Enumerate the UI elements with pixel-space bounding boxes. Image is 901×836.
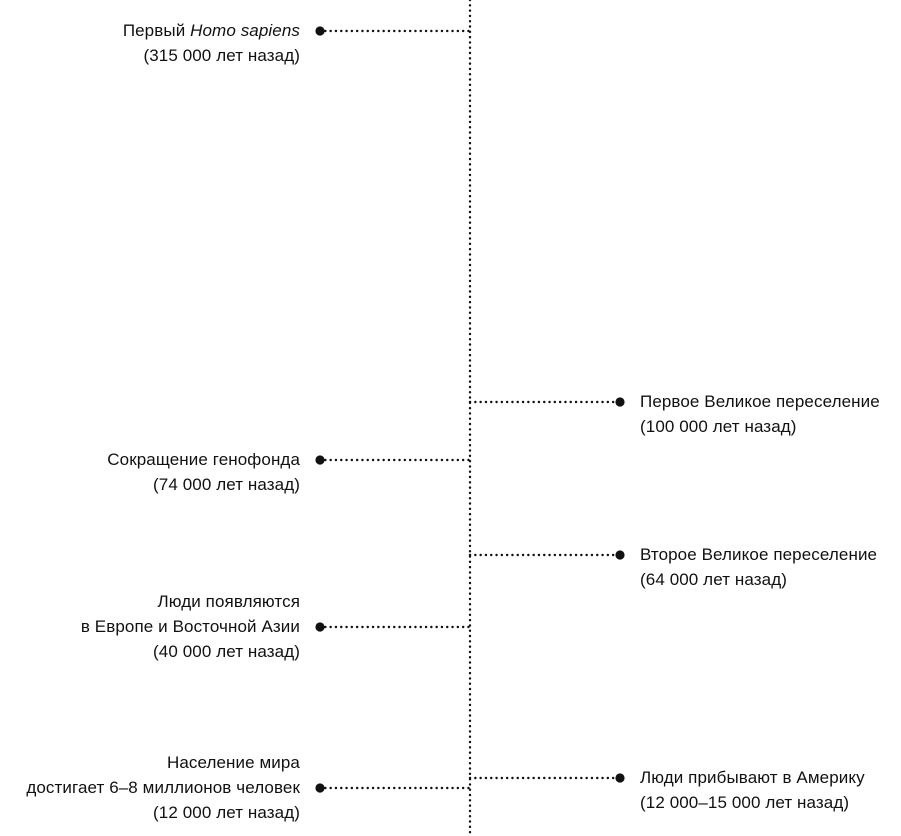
event-label-first-homo-sapiens: Первый Homo sapiens(315 000 лет назад) (123, 18, 300, 68)
label-text: (12 000 лет назад) (153, 802, 300, 822)
label-text: (64 000 лет назад) (640, 569, 787, 589)
label-text: Первый (122, 20, 191, 40)
event-label-gene-pool-reduction: Сокращение генофонда (74 000 лет назад) (107, 447, 300, 497)
label-text: достигает 6–8 миллионов человек (26, 777, 300, 797)
species-name: Homo sapiens (190, 20, 300, 40)
event-label-line: (12 000 лет назад) (26, 800, 300, 825)
event-label-line: Первое Великое переселение (640, 389, 880, 414)
event-label-line: достигает 6–8 миллионов человек (26, 775, 300, 800)
label-text: (12 000–15 000 лет назад) (640, 792, 850, 812)
event-label-line: (12 000–15 000 лет назад) (640, 790, 865, 815)
event-dot-first-homo-sapiens (315, 26, 325, 36)
event-label-humans-europe-east-asia: Люди появляются в Европе и Восточной Азии… (81, 589, 300, 664)
event-label-line: (64 000 лет назад) (640, 567, 877, 592)
event-dot-first-great-migration (615, 397, 625, 407)
event-label-line: (315 000 лет назад) (123, 43, 300, 68)
event-label-line: Люди прибывают в Америку (640, 765, 865, 790)
label-text: Люди прибывают в Америку (640, 767, 865, 787)
event-label-second-great-migration: Второе Великое переселение (64 000 лет на… (640, 542, 877, 592)
label-text: Первое Великое переселение (640, 391, 880, 411)
event-label-humans-arrive-america: Люди прибывают в Америку (12 000–15 000 л… (640, 765, 865, 815)
label-text: (315 000 лет назад) (143, 45, 300, 65)
event-label-line: (100 000 лет назад) (640, 414, 880, 439)
label-text: (40 000 лет назад) (153, 641, 300, 661)
event-label-line: Второе Великое переселение (640, 542, 877, 567)
event-label-first-great-migration: Первое Великое переселение (100 000 лет н… (640, 389, 880, 439)
event-label-line: (74 000 лет назад) (107, 472, 300, 497)
label-text: Население мира (166, 752, 300, 772)
event-dot-second-great-migration (615, 550, 625, 560)
event-dot-world-population-6-8-million (315, 783, 325, 793)
event-label-world-population-6-8-million: Население мира достигает 6–8 миллионов че… (26, 750, 300, 825)
event-dot-humans-arrive-america (615, 773, 625, 783)
event-dot-gene-pool-reduction (315, 455, 325, 465)
event-label-line: Население мира (26, 750, 300, 775)
event-label-line: в Европе и Восточной Азии (81, 614, 300, 639)
label-text: Второе Великое переселение (640, 544, 878, 564)
label-text: (74 000 лет назад) (153, 474, 300, 494)
event-label-line: Первый Homo sapiens (123, 18, 300, 43)
event-label-line: Люди появляются (81, 589, 300, 614)
label-text: Люди появляются (157, 591, 300, 611)
label-text: Сокращение генофонда (107, 449, 300, 469)
event-label-line: (40 000 лет назад) (81, 639, 300, 664)
event-label-line: Сокращение генофонда (107, 447, 300, 472)
label-text: (100 000 лет назад) (640, 416, 797, 436)
connectors (315, 26, 625, 793)
event-dot-humans-europe-east-asia (315, 622, 325, 632)
label-text: в Европе и Восточной Азии (80, 616, 300, 636)
